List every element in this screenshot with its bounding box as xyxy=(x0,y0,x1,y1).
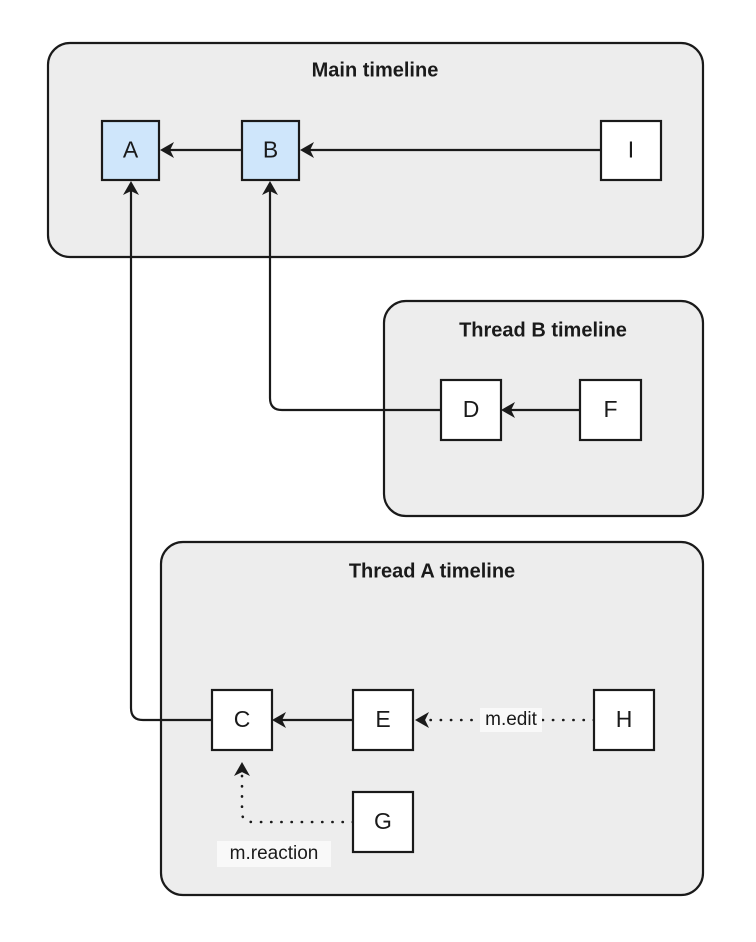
node-C-box[interactable] xyxy=(210,688,274,752)
edge-E-to-C-arrowhead xyxy=(272,712,286,728)
node-H-label: H xyxy=(616,706,633,732)
edge-C-to-A-arrowhead xyxy=(123,181,139,195)
node-H[interactable]: H xyxy=(592,688,656,752)
panel-thread-a-title: Thread A timeline xyxy=(349,560,515,582)
edge-H-to-E-label-group: m.edit xyxy=(480,708,542,732)
edge-G-to-C-arrowhead xyxy=(234,762,250,776)
panel-thread-b: Thread B timeline xyxy=(382,299,705,518)
node-G-label: G xyxy=(374,808,392,834)
edge-H-to-E-label: m.edit xyxy=(485,709,537,730)
edge-I-to-B xyxy=(300,142,601,158)
edge-F-to-D xyxy=(501,402,580,418)
node-F-label: F xyxy=(603,396,617,422)
nodes-layer: A B I D F C E H G xyxy=(100,119,663,854)
node-F-box[interactable] xyxy=(578,378,643,442)
edge-D-to-B-arrowhead xyxy=(262,181,278,195)
node-A-label: A xyxy=(123,137,139,163)
node-D[interactable]: D xyxy=(439,378,503,442)
edge-G-to-C-label-group: m.reaction xyxy=(217,841,331,867)
edge-G-to-C xyxy=(234,762,355,824)
edge-H-to-E-label-background xyxy=(480,708,542,732)
node-G-box[interactable] xyxy=(351,790,415,854)
node-A[interactable]: A xyxy=(100,119,161,182)
node-A-box[interactable] xyxy=(100,119,161,182)
panel-thread-b-background xyxy=(382,299,705,518)
panel-main-title: Main timeline xyxy=(312,59,439,81)
edge-C-to-A xyxy=(123,181,212,722)
panel-thread-b-title: Thread B timeline xyxy=(459,319,627,341)
edge-H-to-E-arrowhead xyxy=(415,712,429,728)
node-I-label: I xyxy=(628,137,634,163)
node-G[interactable]: G xyxy=(351,790,415,854)
edge-labels-layer: m.edit m.reaction xyxy=(217,708,542,867)
edge-G-to-C-label-background xyxy=(217,841,331,867)
edge-F-to-D-arrowhead xyxy=(501,402,515,418)
node-E-box[interactable] xyxy=(351,688,415,752)
node-C[interactable]: C xyxy=(210,688,274,752)
node-I-box[interactable] xyxy=(599,119,663,182)
node-C-label: C xyxy=(234,706,251,732)
edge-D-to-B-line xyxy=(268,190,441,412)
node-B[interactable]: B xyxy=(240,119,301,182)
node-F[interactable]: F xyxy=(578,378,643,442)
node-I[interactable]: I xyxy=(599,119,663,182)
edge-C-to-A-line xyxy=(129,190,212,722)
node-D-box[interactable] xyxy=(439,378,503,442)
node-H-box[interactable] xyxy=(592,688,656,752)
node-E[interactable]: E xyxy=(351,688,415,752)
node-D-label: D xyxy=(463,396,480,422)
node-B-box[interactable] xyxy=(240,119,301,182)
edge-G-to-C-line xyxy=(240,773,355,824)
panel-thread-a-background xyxy=(159,540,705,897)
edge-G-to-C-label: m.reaction xyxy=(230,843,319,864)
edge-D-to-B xyxy=(262,181,441,412)
edge-E-to-C xyxy=(272,712,353,728)
edge-B-to-A-arrowhead xyxy=(160,142,174,158)
panel-thread-a: Thread A timeline xyxy=(159,540,705,897)
node-E-label: E xyxy=(375,706,390,732)
node-B-label: B xyxy=(263,137,278,163)
edge-I-to-B-arrowhead xyxy=(300,142,314,158)
edge-B-to-A xyxy=(160,142,242,158)
